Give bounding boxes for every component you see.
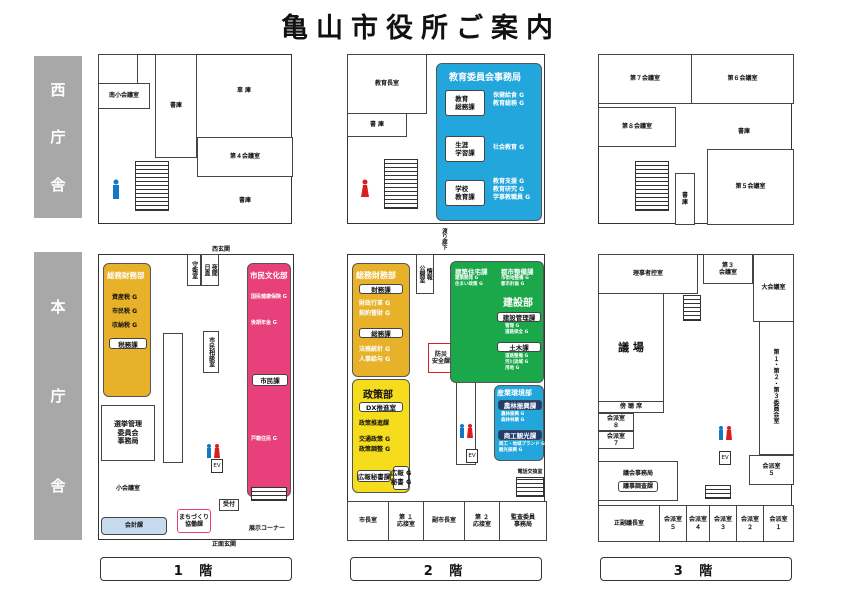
toilet-female-icon — [361, 179, 369, 197]
room-k8: 会派室 ８ — [598, 413, 634, 431]
room-k8: 第８会議室 — [598, 107, 676, 147]
stairs — [384, 159, 418, 209]
west-1f-plan: 南小会議室 書庫 車 庫 第４会議室 書庫 — [98, 54, 293, 224]
shimin-bunka-block: 市民文化部 国民健康保険 G 後期年金 G 市民課 戸籍住民 G — [247, 263, 291, 497]
room-h3: 会派室 ３ — [709, 505, 737, 542]
room-bochoseki: 傍 聴 席 — [598, 401, 664, 413]
room-jiko: 夜間 日直 — [201, 254, 219, 286]
gikai-chosa-badge: 議事調査課 — [617, 480, 658, 492]
room-shako: 車 庫 — [236, 87, 252, 95]
room-o1: 第 １ 応接室 — [388, 501, 424, 541]
west-2f-plan: 教育長室 書 庫 教育委員会事務局 教育 総務課 保健給食 G 教育総務 G 生… — [347, 54, 545, 224]
main-1f-plan: 総務財務部 資産税 G 市民税 G 収納税 G 税務課 選挙管理 委員会 事務局… — [98, 254, 294, 540]
floor-label-3: 3 階 — [600, 557, 792, 581]
room-shoko2: 書庫 — [238, 197, 251, 205]
main-2f-plan: 総務財務部 財務課 財政行革 G 契約管財 G 総務課 法務統計 G 人事給与 … — [347, 254, 547, 541]
room-denwa: 電話交換室 — [517, 469, 543, 475]
room-shoko: 書庫 — [737, 128, 750, 136]
room-gikai: 議会事務局 議事調査課 — [598, 461, 678, 501]
room-h2: 会派室 ２ — [736, 505, 764, 542]
room-iinkai: 第 １ ・ 第 ２ ・ 第 ３ 委 員 会 室 — [759, 321, 794, 455]
room-k3: 第３ 会議室 — [703, 254, 753, 284]
room-h5: 会派室 ５ — [659, 505, 687, 542]
restroom-icon — [719, 426, 732, 440]
room-kaigi: 小会議室 — [115, 485, 140, 493]
exhibit-corner: 展示コーナー — [249, 525, 286, 532]
stairs — [635, 161, 669, 211]
room-shuei: 守衛室 — [187, 254, 201, 286]
room-rijisha: 理事者控室 — [598, 254, 698, 294]
room-shicho: 市長室 — [347, 501, 389, 541]
room-daikaigi: 大会議室 — [753, 254, 794, 322]
kensetsu-block-main: 建築住宅課 建築開発 G 住まい政策 G 都市整備課 市街地整備 G 都市計画 … — [450, 261, 544, 383]
west-building-label: 西 庁 舎 — [34, 56, 82, 218]
room-kyoikucho: 教育長室 — [347, 54, 427, 114]
room-k6: 第６会議室 — [691, 54, 794, 104]
room-o2: 第 ２ 応接室 — [464, 501, 500, 541]
stairs — [135, 161, 169, 211]
west-entrance-label: 西玄関 — [212, 246, 231, 253]
sangyo-block: 産業環境部 農林振興課 農林振興 G 森林林業 G 商工観光課 商工・地域ブラン… — [494, 385, 545, 461]
restroom-icon — [207, 444, 220, 458]
stairs — [683, 295, 701, 321]
stairs — [251, 487, 287, 501]
room-gijo: 議 場 — [598, 293, 664, 403]
floor-label-1: 1 階 — [100, 557, 292, 581]
main-3f-plan: 理事者控室 第３ 会議室 大会議室 議 場 第 １ ・ 第 ２ ・ 第 ３ 委 … — [598, 254, 794, 542]
reception: 受付 — [219, 499, 239, 511]
elevator: EV — [211, 459, 223, 473]
room-fuku: 副市長室 — [423, 501, 465, 541]
room-shoko: 書 庫 — [347, 113, 407, 137]
elevator: EV — [466, 449, 478, 463]
seisaku-block: 政策部 DX推進室 政策推進課 交通政策 G 政策調整 G 広報秘書課 広報 G… — [352, 379, 411, 493]
stairs — [516, 477, 544, 497]
stairs — [705, 485, 731, 499]
room-kaikei: 会計課 — [101, 517, 167, 535]
room-senkyo: 選挙管理 委員会 事務局 — [101, 405, 155, 461]
room-minami: 南小会議室 — [98, 83, 150, 109]
room-bosai: 防災 安全課 — [428, 343, 454, 373]
room-kansa: 監査委員 事務局 — [499, 501, 547, 541]
page-title: 亀山市役所ご案内 — [281, 13, 561, 44]
room-machi: まちづくり 協働課 — [177, 509, 211, 533]
corridor-label: 渡り廊下 — [440, 228, 447, 250]
toilet-male-icon — [113, 179, 119, 199]
room-k7: 第７会議室 — [598, 54, 692, 104]
west-3f-plan: 第７会議室 第６会議室 第８会議室 書庫 書 庫 第５会議室 — [598, 54, 794, 225]
front-entrance-label: 正面玄関 — [212, 541, 237, 548]
restroom-icon — [460, 424, 473, 438]
room-shoko2: 書 庫 — [675, 173, 695, 225]
room-fukugicho: 正副議長室 — [598, 505, 660, 542]
room-k7: 会派室 ７ — [598, 431, 634, 449]
elevator: EV — [719, 451, 731, 465]
room-h1: 会派室 １ — [763, 505, 794, 542]
room-k5r: 会派室 ５ — [749, 455, 794, 485]
room-shoko: 書庫 — [155, 54, 197, 158]
somu-zaimu-block: 総務財務部 資産税 G 市民税 G 収納税 G 税務課 — [103, 263, 151, 397]
room-joho: 情報 公開室 — [416, 254, 434, 294]
floor-label-2: 2 階 — [350, 557, 542, 581]
room-kaigi4: 第４会議室 — [197, 137, 293, 177]
somu-zaimu-block: 総務財務部 財務課 財政行革 G 契約管財 G 総務課 法務統計 G 人事給与 … — [352, 263, 410, 377]
main-building-label: 本 庁 舎 — [34, 252, 82, 540]
room-k5: 第５会議室 — [707, 149, 794, 225]
room-kenshi: 市民相談室 — [203, 331, 219, 373]
education-board-block: 教育委員会事務局 教育 総務課 保健給食 G 教育総務 G 生涯 学習課 社会教… — [436, 63, 542, 221]
room-h4: 会派室 ４ — [686, 505, 710, 542]
